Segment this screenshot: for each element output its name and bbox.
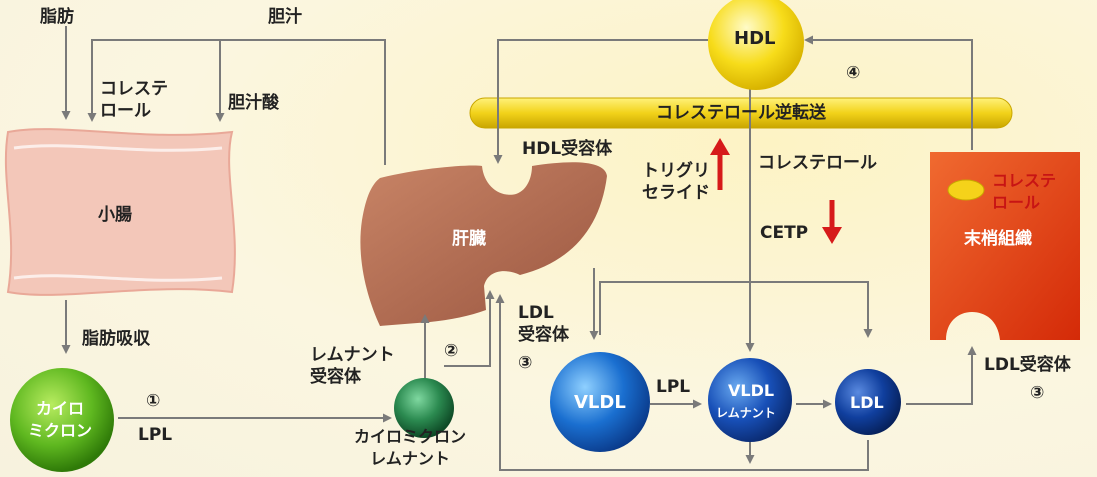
red-arrows [710, 138, 842, 244]
step-2-label: ② [444, 341, 459, 361]
hdl-receptor-label: HDL受容体 [522, 139, 613, 159]
fat-absorption-label: 脂肪吸収 [82, 329, 150, 349]
vldl-remnant-label-bottom: レムナント [716, 406, 776, 420]
chylomicron-label: カイロ ミクロン [28, 399, 93, 440]
step-3-label-right: ③ [1030, 383, 1045, 403]
cholesterol-label-mid: コレステロール [758, 153, 877, 173]
liver-label: 肝臓 [452, 229, 486, 249]
chylomicron-remnant-particle [394, 378, 454, 438]
pathway-arrows [61, 26, 977, 471]
reverse-transport-label: コレステロール逆転送 [656, 103, 826, 123]
peripheral-tissue-shape [930, 152, 1080, 340]
step-3-label-left: ③ [518, 353, 533, 373]
ldl-receptor-label-right: LDL受容体 [984, 355, 1071, 375]
small-intestine-label: 小腸 [98, 205, 132, 225]
vldl-remnant-particle [708, 358, 792, 442]
vldl-label: VLDL [574, 392, 626, 413]
bile-label: 胆汁 [268, 7, 302, 27]
cetp-label: CETP [760, 223, 809, 243]
fat-label: 脂肪 [40, 7, 74, 27]
hdl-label: HDL [734, 28, 776, 49]
liver-shape [360, 162, 607, 326]
vldl-particle [550, 352, 650, 452]
small-intestine-shape [4, 128, 236, 296]
peripheral-tissue-label: 末梢組織 [964, 229, 1032, 249]
hdl-particle [708, 0, 804, 90]
triglyceride-label: トリグリ セライド [642, 161, 710, 203]
vldl-remnant-label-top: VLDL [728, 381, 775, 400]
chylomicron-particle [10, 368, 114, 472]
remnant-receptor-label: レムナント 受容体 [310, 345, 395, 387]
step-4-label: ④ [846, 63, 861, 83]
step-1-label: ① [146, 391, 161, 411]
ldl-particle [835, 369, 901, 435]
reverse-transport-band [469, 97, 1013, 129]
cholesterol-label-left: コレステ ロール [100, 79, 168, 121]
peripheral-cholesterol-label: コレステ ロール [992, 171, 1057, 212]
chylomicron-remnant-label: カイロミクロン レムナント [354, 427, 467, 468]
lpl-label-1: LPL [138, 425, 173, 445]
ldl-receptor-label-left: LDL 受容体 [518, 303, 569, 345]
ldl-label: LDL [850, 393, 884, 412]
lpl-label-2: LPL [656, 377, 691, 397]
bile-acid-label: 胆汁酸 [228, 93, 279, 113]
